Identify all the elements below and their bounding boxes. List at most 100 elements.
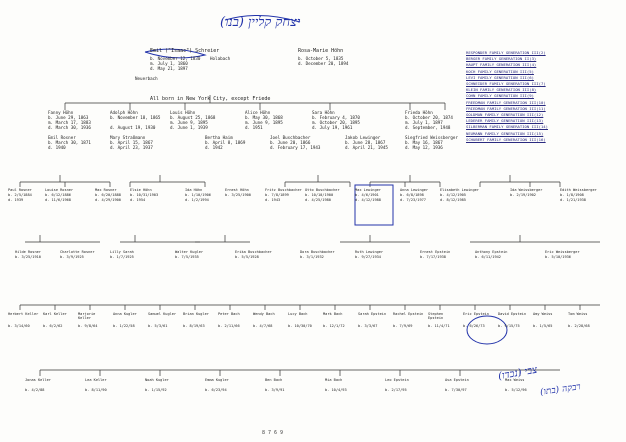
person-born: b. 2/19/1902 — [510, 193, 536, 197]
root-place-2: Neuerbach — [135, 76, 158, 81]
person-born: b. 7/17/1938 — [420, 255, 446, 259]
person-name: Eric Epstein — [463, 312, 489, 316]
person-died: d. 1943 — [265, 198, 281, 202]
person-born: b. 3/9/91 — [265, 388, 285, 392]
person-born: b. 3/9/1925 — [60, 255, 84, 259]
spouse-died: d. April 23, 1937 — [110, 145, 153, 150]
spouse-died: d. May 12, 1936 — [405, 145, 443, 150]
person-name: Emma Kugler — [205, 378, 229, 382]
person-died: d. 4/25/1980 — [305, 198, 331, 202]
person-name: Sarah Epstein — [358, 312, 387, 316]
person-born: b. 6/23/94 — [205, 388, 227, 392]
person-name: Mia Bach — [325, 378, 343, 382]
person-name: Karl Keller — [43, 312, 67, 316]
person-born: b. 9/8/64 — [78, 324, 98, 328]
person-born: b. 4/2/88 — [25, 388, 45, 392]
person-name: Frieda Höhn — [405, 110, 433, 115]
legend-entry: KOCH FAMILY GENERATION III(5) — [466, 68, 534, 74]
person-died: d. 1/2/1994 — [185, 198, 209, 202]
person-born: b. 3/3/67 — [358, 324, 378, 328]
person-born: b. 5/12/96 — [505, 388, 527, 392]
legend-entry: COHN FAMILY GENERATION III(9) — [466, 93, 534, 99]
person-name: Fanny Höhn — [48, 110, 74, 115]
person-born: b. 1/22/58 — [113, 324, 135, 328]
legend-entry: SCHUBERT FAMILY GENERATION III(16) — [466, 136, 546, 142]
person-born: b. June 29, 1863 — [48, 115, 89, 120]
person-name: Ernest Höhn — [225, 188, 249, 192]
person-name: Stephen Epstein — [428, 312, 444, 321]
handwritten-title: יצחק קליין (בנו) — [220, 15, 301, 30]
person-name: Max Rosner — [95, 188, 117, 192]
person-name: Anna Kugler — [113, 312, 137, 316]
spouse-name: Jakob Lewinger — [345, 135, 381, 140]
person-name: Lilly Sarah — [110, 250, 134, 254]
spouse-died: d. December 20, 1894 — [298, 61, 349, 66]
person-born: b. 6/11/1942 — [475, 255, 501, 259]
person-died: d. 8/12/1985 — [440, 198, 466, 202]
spouse-name: Rosa-Marie Höhn — [298, 48, 344, 54]
legend-entry: RESPONDER FAMILY GENERATION III(2) — [466, 50, 546, 55]
person-name: Lucy Bach — [288, 312, 308, 316]
person-born: b. 2/5/1884 — [8, 193, 32, 197]
person-name: Peter Bach — [218, 312, 240, 316]
person-name: Brian Kugler — [183, 312, 209, 316]
person-born: b. 11/4/71 — [428, 324, 450, 328]
person-name: Ida Höhn — [185, 188, 203, 192]
person-born: b. 1/7/1925 — [110, 255, 134, 259]
person-born: b. 10/4/93 — [325, 388, 347, 392]
person-died: d. September, 1948 — [405, 125, 451, 130]
person-born: b. October 20, 1874 — [405, 115, 453, 120]
person-name: Samuel Kugler — [148, 312, 177, 316]
spouse-died: d. 1940 — [48, 145, 66, 150]
person-born: b. 6/20/1888 — [95, 193, 121, 197]
person-died: d. July 19, 1961 — [312, 125, 353, 130]
legend-entry: SILBERMAN FAMILY GENERATION III(14) — [466, 124, 548, 130]
legend-entry: GOLDMAN FAMILY GENERATION III(12) — [466, 112, 544, 117]
person-married: m. June 9, 1895 — [245, 120, 283, 125]
spouse-died: d. February 17, 1943 — [270, 145, 321, 150]
person-born: b. 8/11/90 — [85, 388, 107, 392]
person-name: Wendy Bach — [253, 312, 275, 316]
person-born: b. August 25, 1868 — [170, 115, 216, 120]
root-born: b. November 12, 1830 — [150, 56, 201, 61]
person-married: m. March 17, 1883 — [48, 120, 91, 125]
person-born: b. 10/10/1900 — [305, 193, 334, 197]
person-name: Leo Epstein — [385, 378, 409, 382]
person-born: b. 6/26/73 — [463, 324, 485, 328]
person-died: d. June 1, 1939 — [170, 125, 208, 130]
person-born: b. 5/5/1928 — [235, 255, 259, 259]
person-born: b. 4/12/1905 — [440, 193, 466, 197]
person-born: b. May 30, 1868 — [245, 115, 283, 120]
person-born: b. 10/30/70 — [288, 324, 312, 328]
person-born: b. 2/28/68 — [568, 324, 590, 328]
person-born: b. 12/1/72 — [323, 324, 345, 328]
person-name: Tom Weiss — [568, 312, 588, 316]
footer-mark: 8 7 6 9 — [262, 430, 284, 436]
person-died: d. 4/12/1988 — [355, 198, 381, 202]
person-born: b. 3/1/1932 — [300, 255, 324, 259]
person-died: d. 4/29/1900 — [95, 198, 121, 202]
person-born: b. 6/12/1886 — [45, 193, 71, 197]
spouse-born: b. May 16, 1867 — [405, 140, 443, 145]
person-died: d. 11/6/1968 — [45, 198, 71, 202]
person-name: Amy Weiss — [533, 312, 553, 316]
person-married: m. July 1, 1897 — [405, 120, 443, 125]
person-died: d. 7/23/1977 — [400, 198, 426, 202]
spouse-born: b. April 8, 1869 — [205, 140, 246, 145]
person-born: b. 7/30/97 — [445, 388, 467, 392]
spouse-name: Mary Straßmann — [110, 135, 146, 140]
person-died: d. 1939 — [8, 198, 24, 202]
person-name: Elsie Höhn — [130, 188, 152, 192]
person-born: b. 1/15/92 — [145, 388, 167, 392]
spouse-born: b. October 5, 1835 — [298, 56, 344, 61]
person-born: b. 7/9/69 — [393, 324, 413, 328]
person-born: b. 4/6/1901 — [355, 193, 379, 197]
person-name: Charlotte Rosner — [60, 250, 95, 254]
spouse-born: b. June 28, 1867 — [345, 140, 386, 145]
legend-entry: LEDERER FAMILY GENERATION III(13) — [466, 118, 544, 124]
spouse-born: b. June 20, 1866 — [270, 140, 311, 145]
spouse-name: Emil Rosner — [48, 135, 76, 140]
person-name: Jonas Keller — [25, 378, 51, 382]
person-born: b. 1/10/1906 — [185, 193, 211, 197]
legend-entry: KLEIN FAMILY GENERATION III(8) — [466, 87, 537, 93]
